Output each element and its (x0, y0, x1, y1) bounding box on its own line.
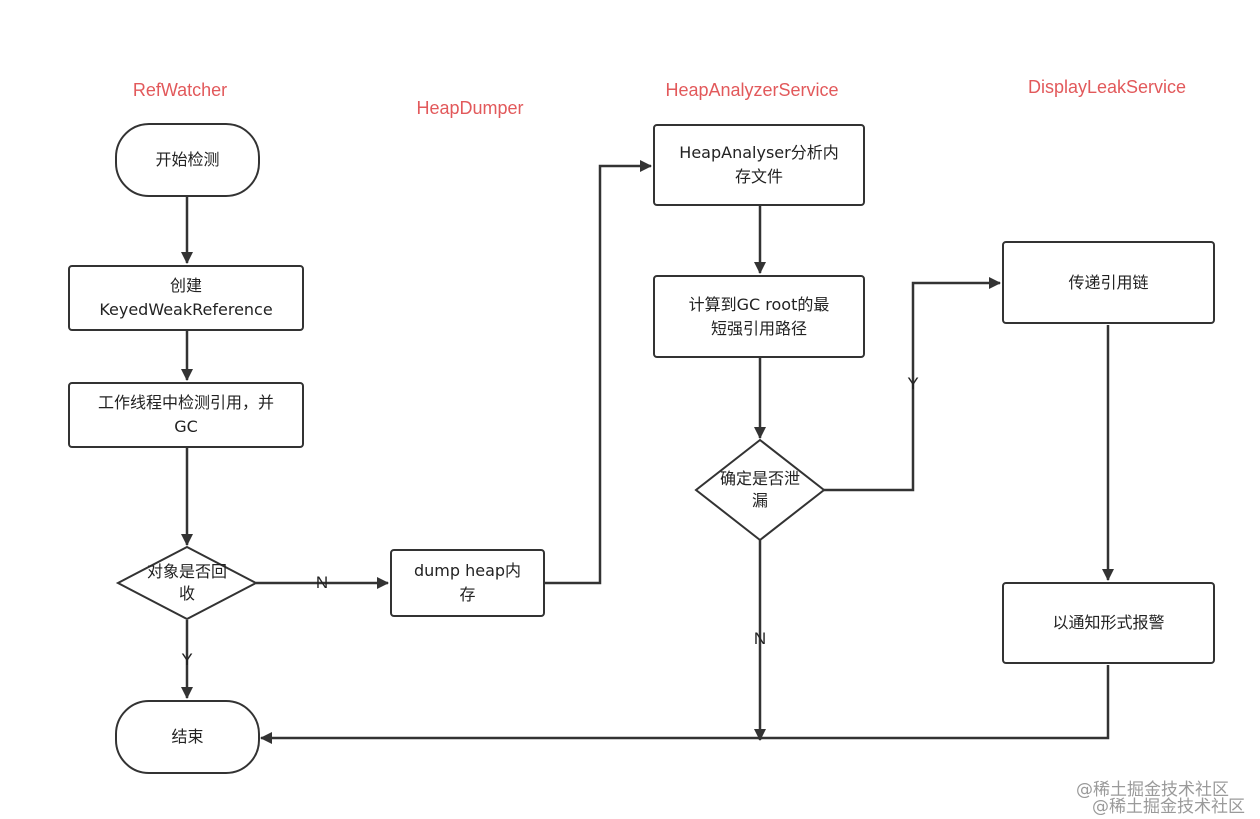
node-end: 结束 (115, 700, 260, 774)
node-create-reference: 创建 KeyedWeakReference (68, 265, 304, 331)
edge-label-recycled-no: N (315, 573, 329, 592)
node-pass-chain-label: 传递引用链 (1068, 272, 1149, 292)
lane-title-displayleak: DisplayLeakService (1027, 77, 1187, 97)
lane-title-refwatcher: RefWatcher (132, 80, 228, 100)
edge-label-recycled-yes: Y (181, 650, 193, 669)
node-worker-check-label: 工作线程中检测引用，并 GC (97, 393, 274, 436)
node-notify-label: 以通知形式报警 (1052, 613, 1165, 632)
node-notify: 以通知形式报警 (1002, 582, 1215, 664)
node-recycled-decision: 对象是否回 收 (128, 559, 246, 607)
node-analyse: HeapAnalyser分析内 存文件 (653, 124, 865, 206)
node-start: 开始检测 (115, 123, 260, 197)
edge-label-leak-yes: Y (907, 374, 919, 393)
watermark-line-1: @稀土掘金技术社区 (1076, 780, 1229, 800)
node-dump-heap-label: dump heap内 存 (413, 561, 522, 604)
node-analyse-label: HeapAnalyser分析内 存文件 (679, 143, 839, 186)
lane-title-heapanalyzer: HeapAnalyzerService (665, 80, 839, 100)
node-dump-heap: dump heap内 存 (390, 549, 545, 617)
node-end-label: 结束 (171, 727, 204, 746)
node-create-reference-label: 创建 KeyedWeakReference (99, 276, 273, 319)
node-shortest-path-label: 计算到GC root的最 短强引用路径 (688, 294, 830, 338)
edge-leak-yes-to-chain (824, 277, 1001, 492)
decision-recycled-shape (115, 545, 259, 621)
node-leak-decision: 确定是否泄 漏 (706, 466, 814, 514)
edge-notify-to-end (260, 665, 1110, 744)
node-recycled-decision-label: 对象是否回 收 (146, 562, 227, 603)
node-pass-chain: 传递引用链 (1002, 241, 1215, 324)
watermark-line-2: @稀土掘金技术社区 (1092, 797, 1245, 817)
edge-label-leak-no: N (753, 629, 767, 648)
node-worker-check: 工作线程中检测引用，并 GC (68, 382, 304, 448)
node-shortest-path: 计算到GC root的最 短强引用路径 (653, 275, 865, 358)
edge-dump-to-analyse (545, 160, 652, 585)
node-leak-decision-label: 确定是否泄 漏 (719, 469, 800, 510)
lane-title-heapdumper: HeapDumper (416, 98, 524, 118)
node-start-label: 开始检测 (155, 150, 220, 169)
